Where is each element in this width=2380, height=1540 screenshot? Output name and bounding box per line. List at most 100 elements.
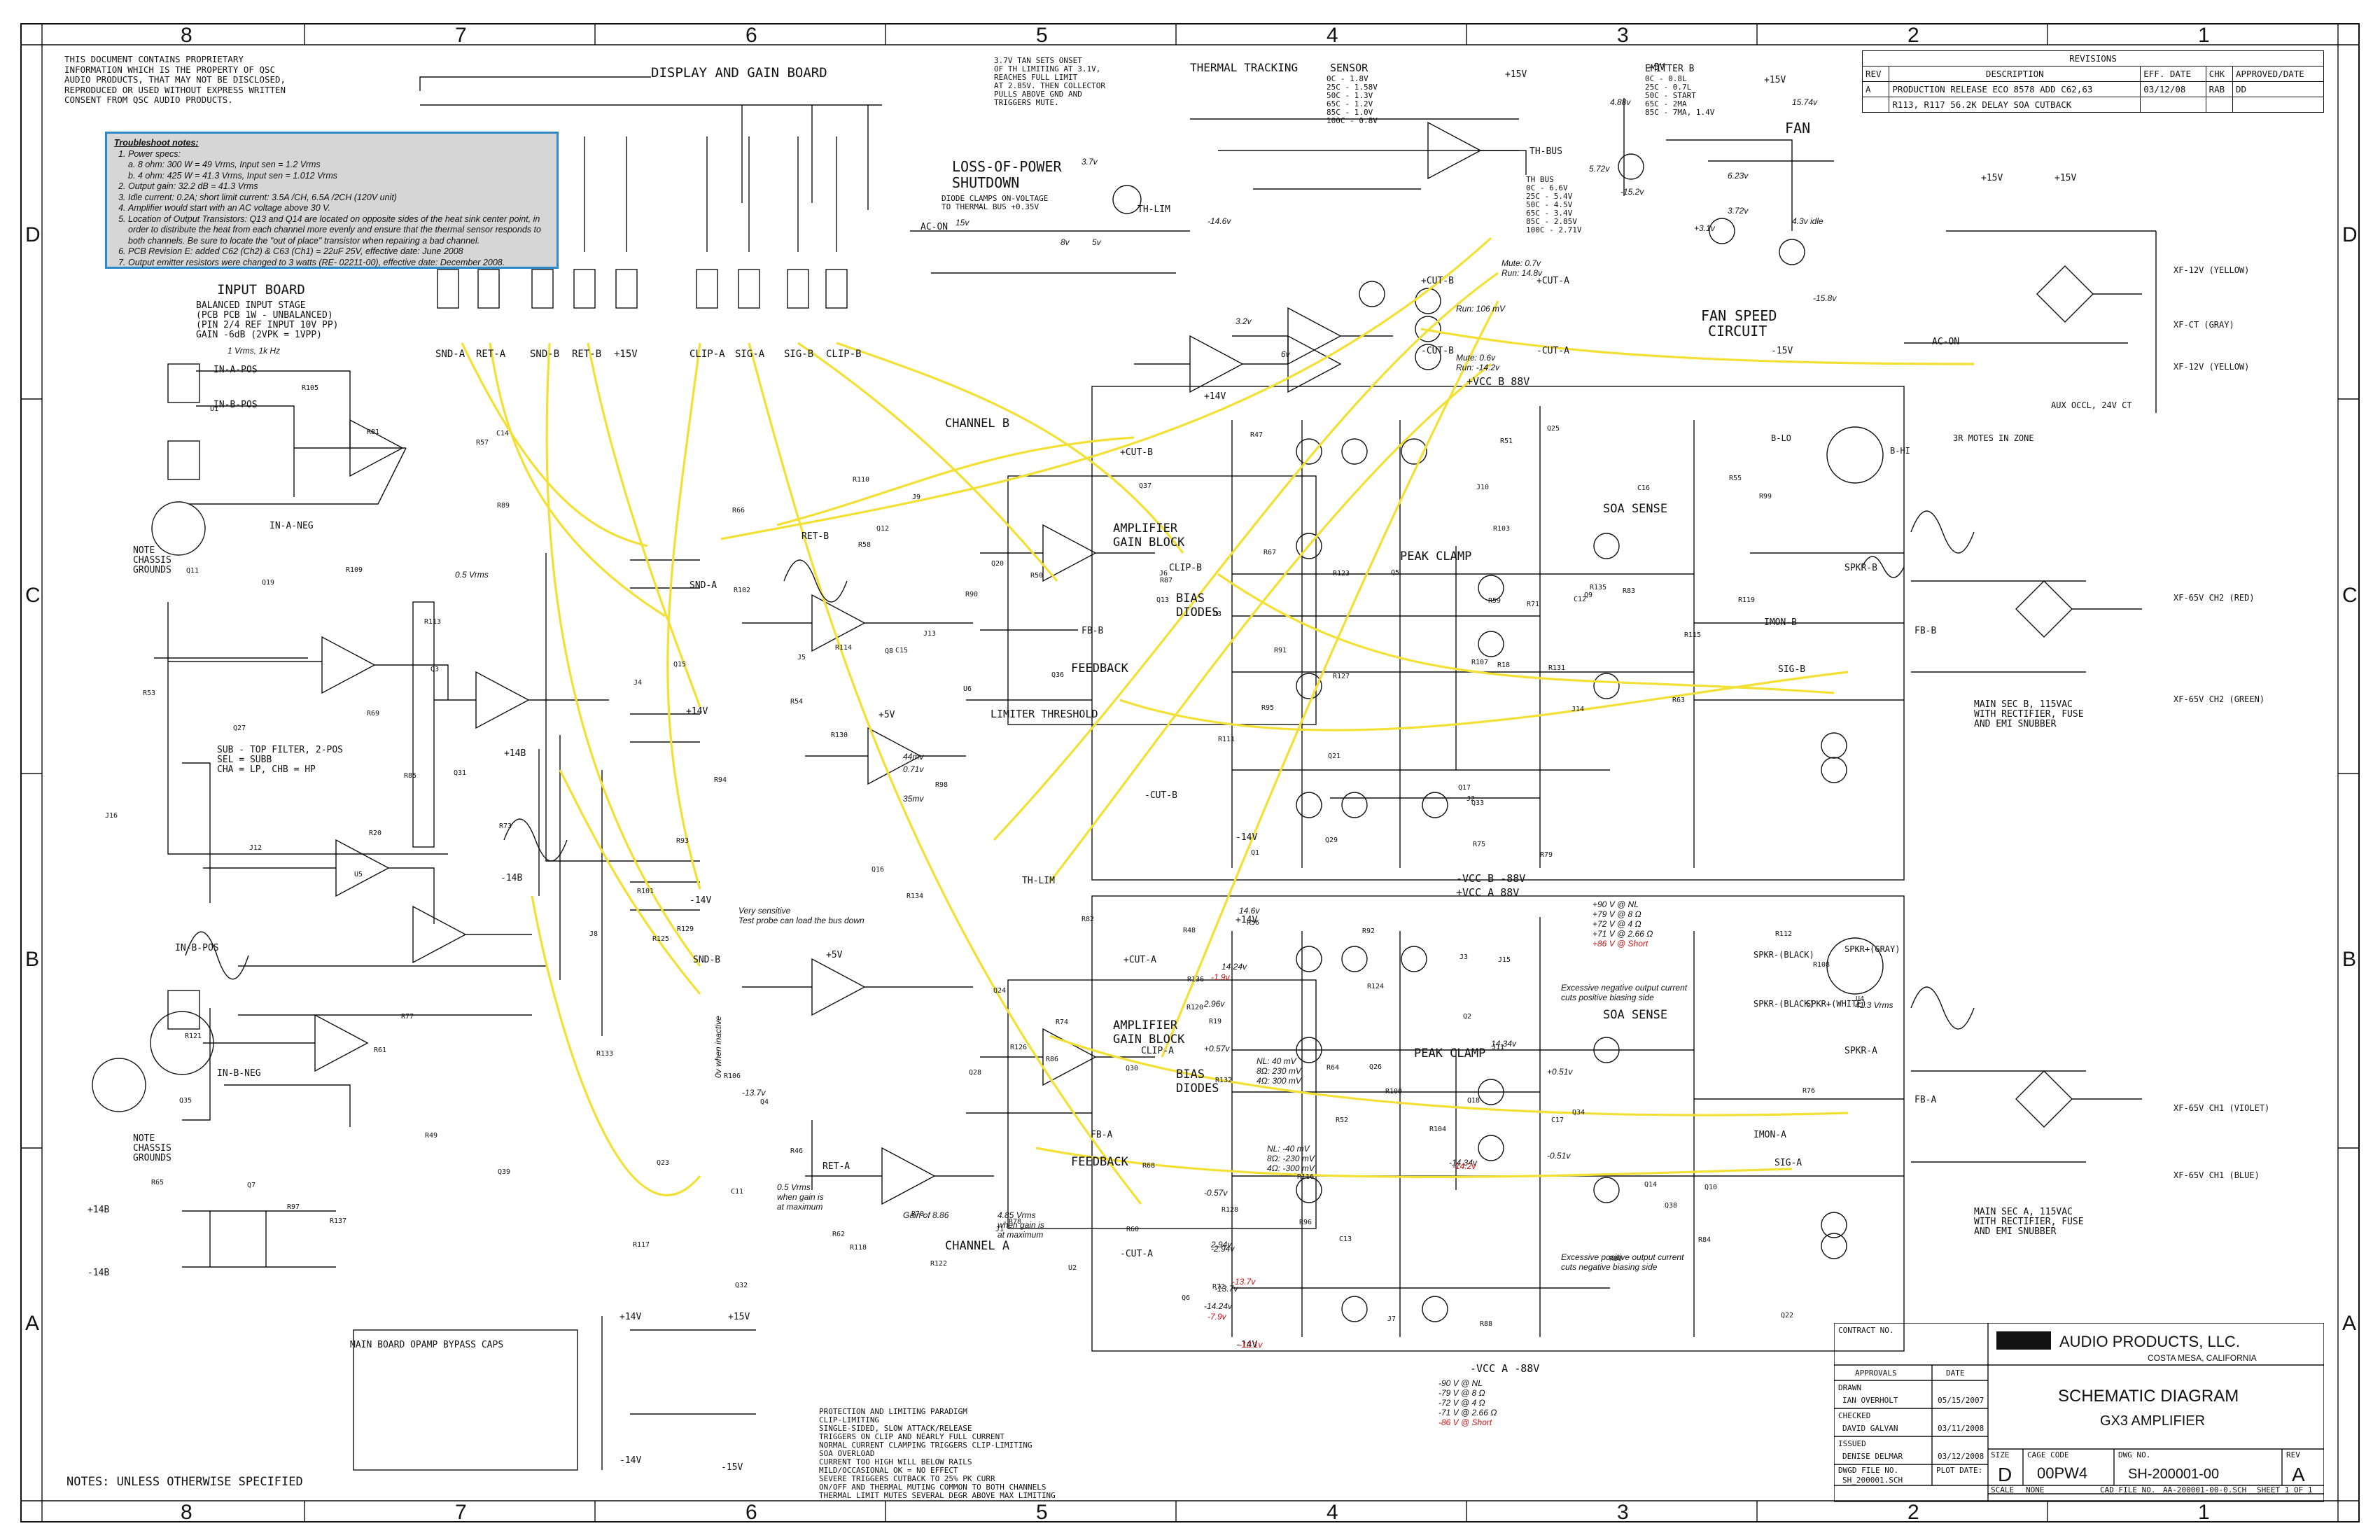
thermal-note: TRIGGERS MUTE. xyxy=(994,98,1059,107)
tb-title: SCHEMATIC DIAGRAM xyxy=(2058,1387,2239,1406)
flag-th-bus: TH-BUS xyxy=(1530,146,1562,157)
tb-date: DATE xyxy=(1946,1368,1965,1378)
fan-speed-title: CIRCUIT xyxy=(1708,323,1767,340)
voltage: 3.2v xyxy=(1236,316,1252,326)
tb-size-lbl: SIZE xyxy=(1991,1450,2010,1460)
note-item: Location of Output Transistors: Q13 and … xyxy=(128,214,550,247)
voltage: 0.71v xyxy=(903,764,924,774)
flag-vcc: -VCC A -88V xyxy=(1470,1362,1539,1375)
tb-issued-date: 03/12/2008 xyxy=(1938,1452,1984,1461)
part-ref: C12 xyxy=(1574,596,1586,603)
part-ref: R136 xyxy=(1187,976,1204,983)
part-ref: Q4 xyxy=(760,1098,769,1106)
spkr-label: SPKR+(WHITE) xyxy=(1806,999,1867,1009)
vcc-state: -86 V @ Short xyxy=(1438,1418,1492,1427)
part-ref: J2 xyxy=(1466,795,1475,803)
part-ref: R137 xyxy=(330,1217,346,1225)
mute-state: Mute: 0.6v xyxy=(1456,353,1496,363)
voltage-red: 14.6v xyxy=(1239,906,1260,916)
flag-n15v: -15V xyxy=(721,1462,743,1473)
part-ref: Q29 xyxy=(1325,836,1338,844)
part-ref: Q31 xyxy=(454,769,466,777)
part-ref: Q16 xyxy=(872,866,884,874)
part-ref: R111 xyxy=(1218,736,1235,743)
col-label: 2 xyxy=(1907,24,1919,47)
col-label: 1 xyxy=(2198,24,2210,47)
part-ref: R130 xyxy=(831,732,848,739)
part-ref: R76 xyxy=(1802,1087,1815,1095)
flag-n14v: -14V xyxy=(620,1455,641,1466)
flag-5v: +5V xyxy=(1648,62,1665,73)
power-label: XF-65V CH1 (VIOLET) xyxy=(2174,1103,2269,1113)
power-label: XF-65V CH1 (BLUE) xyxy=(2174,1170,2260,1180)
part-ref: J11 xyxy=(1492,1044,1504,1051)
part-ref: R102 xyxy=(734,587,750,594)
nl-value: NL: 40 mV xyxy=(1256,1056,1297,1066)
tb-contract: CONTRACT NO. xyxy=(1838,1326,1893,1335)
part-ref: R58 xyxy=(858,541,871,549)
part-ref: R59 xyxy=(1488,597,1501,605)
part-ref: R103 xyxy=(1493,525,1510,533)
nl-value: 4Ω: -300 mV xyxy=(1267,1163,1315,1173)
tb-rev-lbl: REV xyxy=(2286,1450,2300,1460)
sensor-value: 0C - 1.8V xyxy=(1326,74,1368,83)
annotation: cuts positive biasing side xyxy=(1561,993,1654,1002)
power-label: XF-65V CH2 (GREEN) xyxy=(2174,694,2264,704)
bias-b: DIODES xyxy=(1176,606,1219,620)
voltage: 5v xyxy=(1092,237,1102,247)
part-ref: Q20 xyxy=(991,560,1004,568)
part-ref: R50 xyxy=(1030,572,1043,580)
flag-15v: +15V xyxy=(1764,75,1786,85)
flag-vcc: -VCC B -88V xyxy=(1456,872,1525,885)
col-label: 4 xyxy=(1326,1501,1338,1524)
note-chassis: GROUNDS xyxy=(133,1153,172,1163)
part-ref: R121 xyxy=(185,1032,202,1040)
th-bus-value: 0C - 6.6V xyxy=(1526,183,1568,192)
connector-clip-a: CLIP-A xyxy=(690,349,725,360)
part-ref: Q32 xyxy=(735,1282,748,1289)
flag-imon-b: IMON-B xyxy=(1764,617,1797,628)
flag-fb-a: FB-A xyxy=(1091,1130,1112,1140)
part-ref: R127 xyxy=(1333,673,1350,680)
row-label: B xyxy=(2342,948,2356,971)
connector-sig-b: SIG-B xyxy=(784,349,813,360)
th-bus-value: TH BUS xyxy=(1526,175,1554,184)
part-ref: R123 xyxy=(1333,570,1350,578)
part-ref: Q30 xyxy=(1126,1065,1138,1072)
part-ref: J14 xyxy=(1572,706,1584,713)
note-item: a. 8 ohm: 300 W = 49 Vrms, Input sen = 1… xyxy=(128,160,321,169)
flag-fb-a: FB-A xyxy=(1914,1095,1936,1105)
nl-value: 4Ω: 300 mV xyxy=(1256,1076,1302,1086)
power-label: XF-65V CH2 (RED) xyxy=(2174,593,2255,603)
part-ref: R82 xyxy=(1082,916,1094,923)
voltage-red: -12.1v xyxy=(1239,1340,1263,1350)
part-ref: Q10 xyxy=(1704,1184,1717,1191)
power-label: XF-12V (YELLOW) xyxy=(2174,362,2249,372)
connector-ret-b: RET-B xyxy=(572,349,601,360)
part-ref: R106 xyxy=(724,1072,741,1080)
svg-text:THERMAL LIMIT MUTES SEVERAL DE: THERMAL LIMIT MUTES SEVERAL DEGR ABOVE M… xyxy=(819,1491,1056,1500)
note-chassis: CHASSIS xyxy=(133,1143,172,1154)
part-ref: Q2 xyxy=(1463,1013,1471,1021)
part-ref: J6 xyxy=(1159,570,1168,578)
flag-14b: +14B xyxy=(504,748,526,759)
part-ref: Q23 xyxy=(657,1159,669,1167)
part-ref: J13 xyxy=(923,630,936,638)
mute-state: Mute: 0.7v xyxy=(1502,258,1541,268)
main-sec-b: WITH RECTIFIER, FUSE xyxy=(1974,709,2084,720)
part-ref: Q12 xyxy=(876,525,889,533)
power-label: AUX OCCL, 24V CT xyxy=(2051,400,2132,410)
flag-ret-b: RET-B xyxy=(802,531,829,542)
tb-checked-date: 03/11/2008 xyxy=(1938,1424,1984,1433)
annotation: Excessive negative output current xyxy=(1561,983,1688,993)
part-ref: Q35 xyxy=(179,1097,192,1105)
tb-cad: AA-200001-00-0.SCH xyxy=(2163,1485,2246,1494)
part-ref: Q36 xyxy=(1051,671,1064,679)
part-ref: R119 xyxy=(1738,596,1755,604)
tb-dwg-no: SH-200001-00 xyxy=(2128,1466,2219,1482)
emitter-value: 0C - 0.8L xyxy=(1645,74,1687,83)
flag-14v: +14V xyxy=(1204,391,1226,402)
part-ref: R107 xyxy=(1471,659,1488,666)
vcc-state: -79 V @ 8 Ω xyxy=(1438,1388,1485,1398)
tb-dwg-lbl: DWG NO. xyxy=(2118,1450,2150,1460)
